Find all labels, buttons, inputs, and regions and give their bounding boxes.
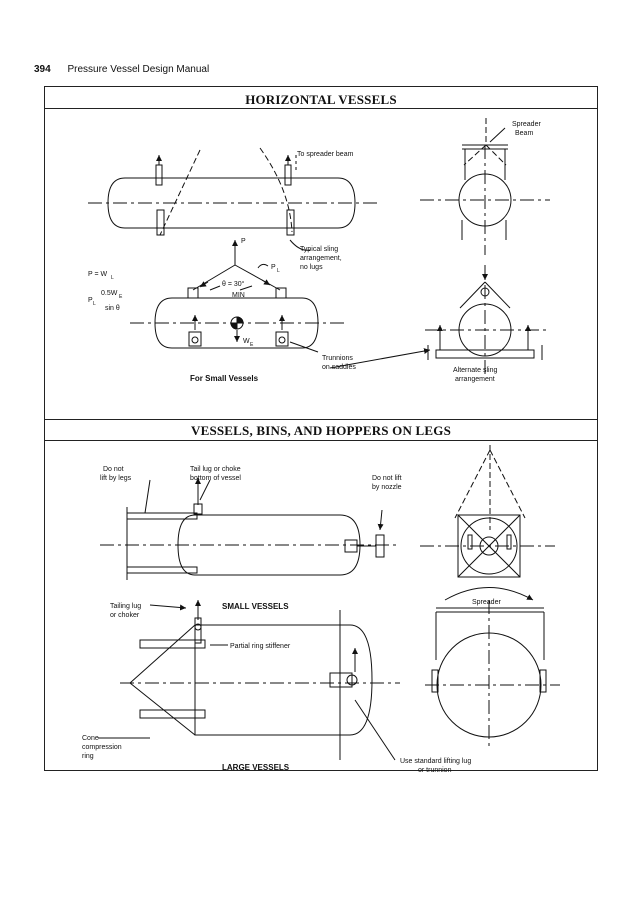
label-spreader-beam: Spreader bbox=[512, 121, 541, 128]
section-title-legs: VESSELS, BINS, AND HOPPERS ON LEGS bbox=[190, 423, 451, 438]
end-view-spreader-beam bbox=[420, 118, 550, 255]
label-sling: no lugs bbox=[300, 264, 323, 271]
end-view-alternate-sling bbox=[329, 265, 550, 378]
caption-small-vessels-horizontal: For Small Vessels bbox=[190, 374, 259, 383]
label-no-lift-nozzle: Do not lift bbox=[372, 475, 402, 482]
equation-pl-num-sub: E bbox=[119, 294, 123, 300]
label-we-sub: E bbox=[250, 342, 254, 348]
label-min: MIN bbox=[232, 292, 245, 299]
label-no-lift-legs: lift by legs bbox=[100, 475, 132, 482]
label-std-lug: or trunnion bbox=[418, 767, 452, 774]
label-to-spreader-beam: To spreader beam bbox=[297, 151, 354, 158]
small-vessel-trunnions bbox=[130, 285, 348, 353]
label-cone: Cone bbox=[82, 735, 99, 742]
label-spreader: Spreader bbox=[472, 599, 501, 606]
label-alt-sling: Alternate sling bbox=[453, 367, 497, 374]
label-theta: θ = 30° bbox=[222, 280, 245, 288]
label-std-lug: Use standard lifting lug bbox=[400, 758, 471, 765]
horizontal-vessel-top bbox=[88, 147, 380, 236]
label-tail-lug: Tail lug or choke bbox=[190, 466, 241, 473]
equation-pw: P = W bbox=[88, 271, 108, 278]
section-title-horizontal: HORIZONTAL VESSELS bbox=[245, 92, 397, 107]
label-alt-sling: arrangement bbox=[455, 376, 495, 383]
section-divider bbox=[44, 419, 598, 420]
label-tail-lug: bottom of vessel bbox=[190, 475, 241, 482]
equation-pw-sub: L bbox=[111, 275, 114, 281]
section-divider bbox=[44, 440, 598, 441]
label-we: W bbox=[243, 338, 250, 345]
end-view-legs bbox=[420, 445, 560, 750]
caption-small-vessels: SMALL VESSELS bbox=[222, 602, 289, 611]
large-vessel-on-legs bbox=[98, 600, 400, 761]
label-no-lift-nozzle: by nozzle bbox=[372, 484, 402, 491]
label-pl: P bbox=[271, 264, 276, 271]
label-no-lift-legs: Do not bbox=[103, 466, 124, 473]
label-p: P bbox=[241, 238, 246, 245]
label-spreader-beam: Beam bbox=[515, 130, 533, 137]
figure-frame bbox=[44, 86, 598, 771]
section-divider bbox=[44, 108, 598, 109]
label-pl-sub: L bbox=[277, 268, 280, 274]
small-vessel-on-legs bbox=[100, 478, 400, 580]
label-sling: Typical sling bbox=[300, 246, 338, 253]
label-trunnions: Trunnions bbox=[322, 355, 353, 362]
page-number: 394 bbox=[34, 64, 51, 75]
equation-pl-den: sin θ bbox=[105, 305, 120, 312]
equation-pl-lhs-sub: L bbox=[93, 301, 96, 307]
caption-large-vessels: LARGE VESSELS bbox=[222, 763, 290, 772]
label-tailing-lug: Tailing lug bbox=[110, 603, 141, 610]
label-cone: compression bbox=[82, 744, 122, 751]
equation-pl-lhs: P bbox=[88, 297, 93, 304]
label-partial-ring: Partial ring stiffener bbox=[230, 643, 291, 650]
page-header: 394 Pressure Vessel Design Manual bbox=[34, 64, 209, 75]
book-title: Pressure Vessel Design Manual bbox=[67, 64, 210, 75]
label-cone: ring bbox=[82, 753, 94, 760]
label-sling: arrangement, bbox=[300, 255, 342, 262]
equation-pl-num: 0.5W bbox=[101, 290, 118, 297]
label-tailing-lug: or choker bbox=[110, 612, 140, 619]
label-trunnions: on saddles bbox=[322, 364, 356, 371]
